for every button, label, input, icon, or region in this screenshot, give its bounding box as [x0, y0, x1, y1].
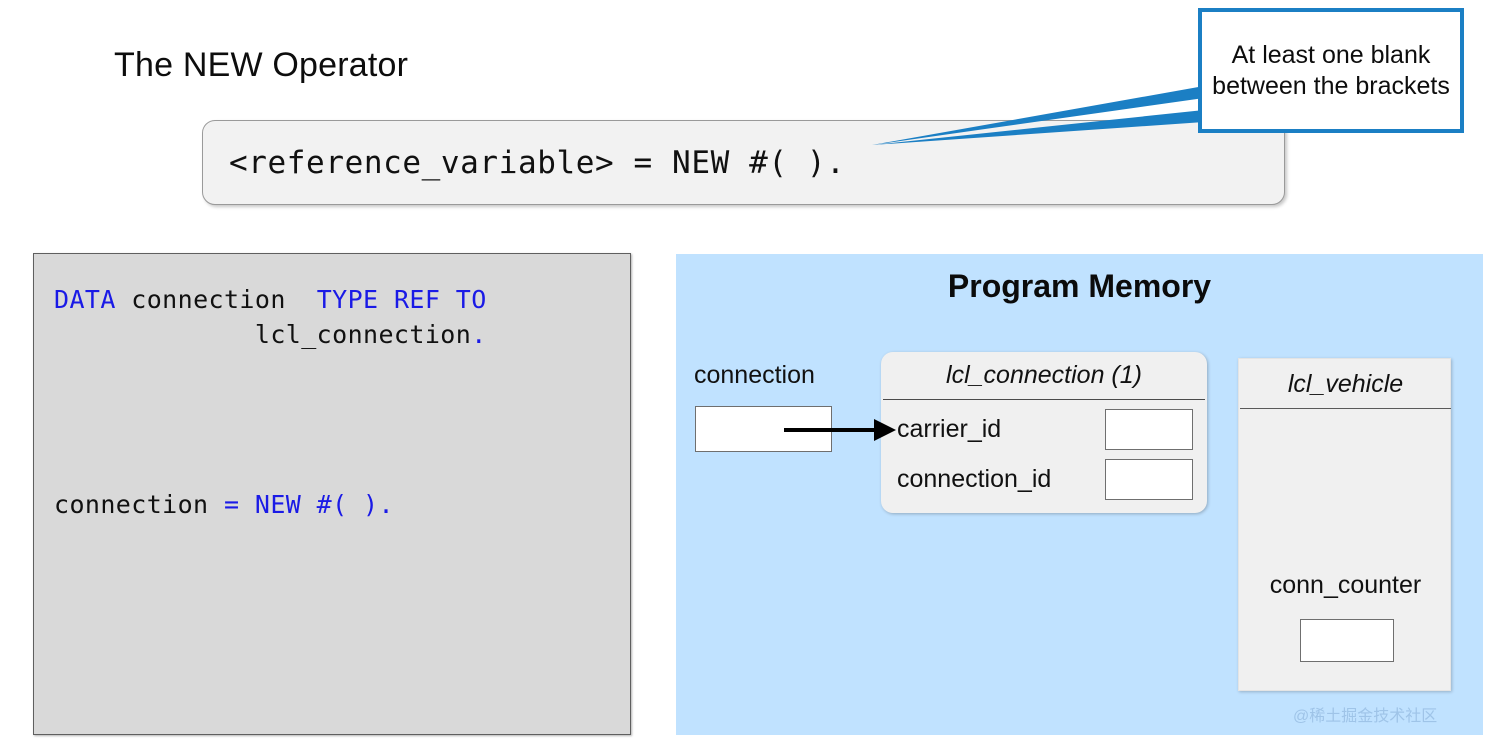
reference-arrow-icon: [784, 419, 896, 441]
syntax-code-text: <reference_variable> = NEW #( ).: [229, 144, 846, 181]
attribute-value-connection-id[interactable]: [1105, 459, 1193, 500]
object-lcl-vehicle: lcl_vehicle conn_counter: [1238, 358, 1451, 691]
program-memory-title: Program Memory: [947, 268, 1212, 304]
attribute-row-carrier-id: carrier_id: [897, 407, 1193, 452]
attribute-row-connection-id: connection_id: [897, 457, 1193, 502]
code-keyword-data: DATA: [54, 285, 116, 314]
page-title: The NEW Operator: [114, 46, 409, 84]
code-keyword-new: = NEW #( ).: [223, 490, 394, 519]
code-panel: DATA connection TYPE REF TO lcl_connecti…: [33, 253, 631, 735]
attribute-value-conn-counter[interactable]: [1300, 619, 1394, 662]
watermark: @稀土掘金技术社区: [1293, 708, 1438, 725]
callout-note-text: At least one blank between the brackets: [1212, 41, 1450, 100]
attribute-name-connection-id: connection_id: [897, 465, 1052, 493]
attribute-name-conn-counter: conn_counter: [1269, 571, 1422, 599]
callout-note: At least one blank between the brackets: [1198, 8, 1464, 133]
object-lcl-connection-title: lcl_connection (1): [946, 361, 1142, 389]
code-line-new-operator: connection = NEW #( ).: [54, 490, 394, 519]
reference-variable-label: connection: [694, 361, 815, 389]
object-lcl-vehicle-title: lcl_vehicle: [1287, 370, 1404, 398]
object-title-divider: [883, 399, 1205, 400]
attribute-name-carrier-id: carrier_id: [897, 415, 1002, 443]
attribute-value-carrier-id[interactable]: [1105, 409, 1193, 450]
code-keyword-type-ref-to: TYPE REF TO: [316, 285, 487, 314]
code-line-declaration: DATA connection TYPE REF TO: [54, 285, 487, 314]
object-lcl-connection: lcl_connection (1) carrier_id connection…: [881, 352, 1207, 513]
syntax-code-box: <reference_variable> = NEW #( ).: [202, 120, 1285, 205]
code-line-type-name: lcl_connection.: [54, 320, 487, 349]
object-title-divider: [1240, 408, 1451, 409]
code-period: .: [471, 320, 487, 349]
